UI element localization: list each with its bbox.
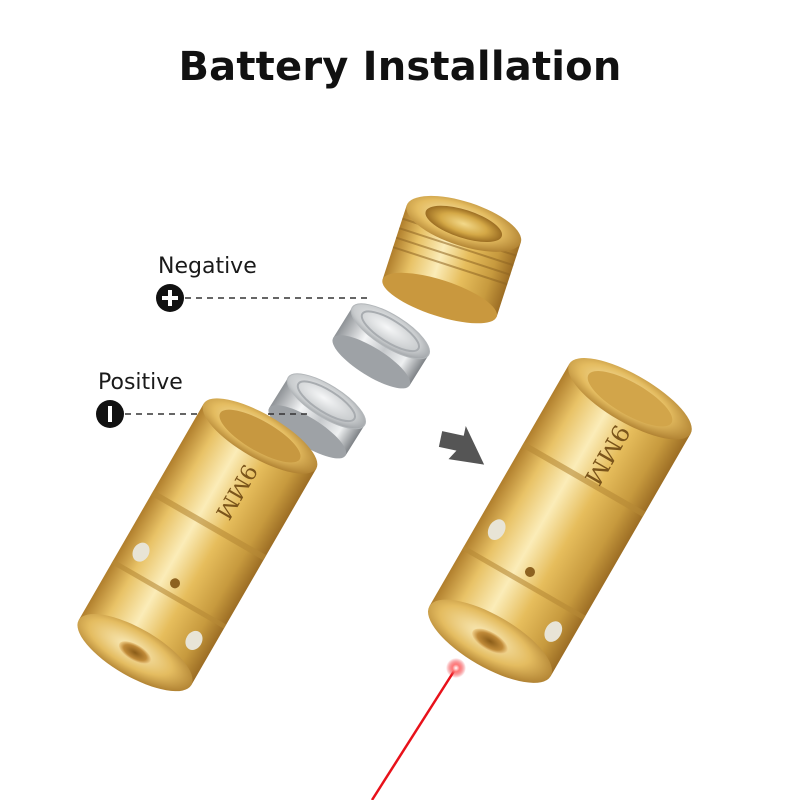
minus-icon xyxy=(96,400,124,428)
coin-battery-lower xyxy=(268,373,366,459)
negative-label: Negative xyxy=(158,254,257,279)
laser-dot xyxy=(446,658,466,678)
arrow-down-right-icon xyxy=(438,425,485,465)
laser-beam xyxy=(370,667,458,800)
page-title: Battery Installation xyxy=(178,44,622,90)
plus-icon xyxy=(156,284,184,312)
threaded-cap xyxy=(382,195,522,324)
cartridge-left: 9MM xyxy=(77,398,318,692)
cartridge-right: 9MM xyxy=(428,358,692,683)
positive-label: Positive xyxy=(98,370,183,395)
coin-battery-upper xyxy=(332,303,430,389)
